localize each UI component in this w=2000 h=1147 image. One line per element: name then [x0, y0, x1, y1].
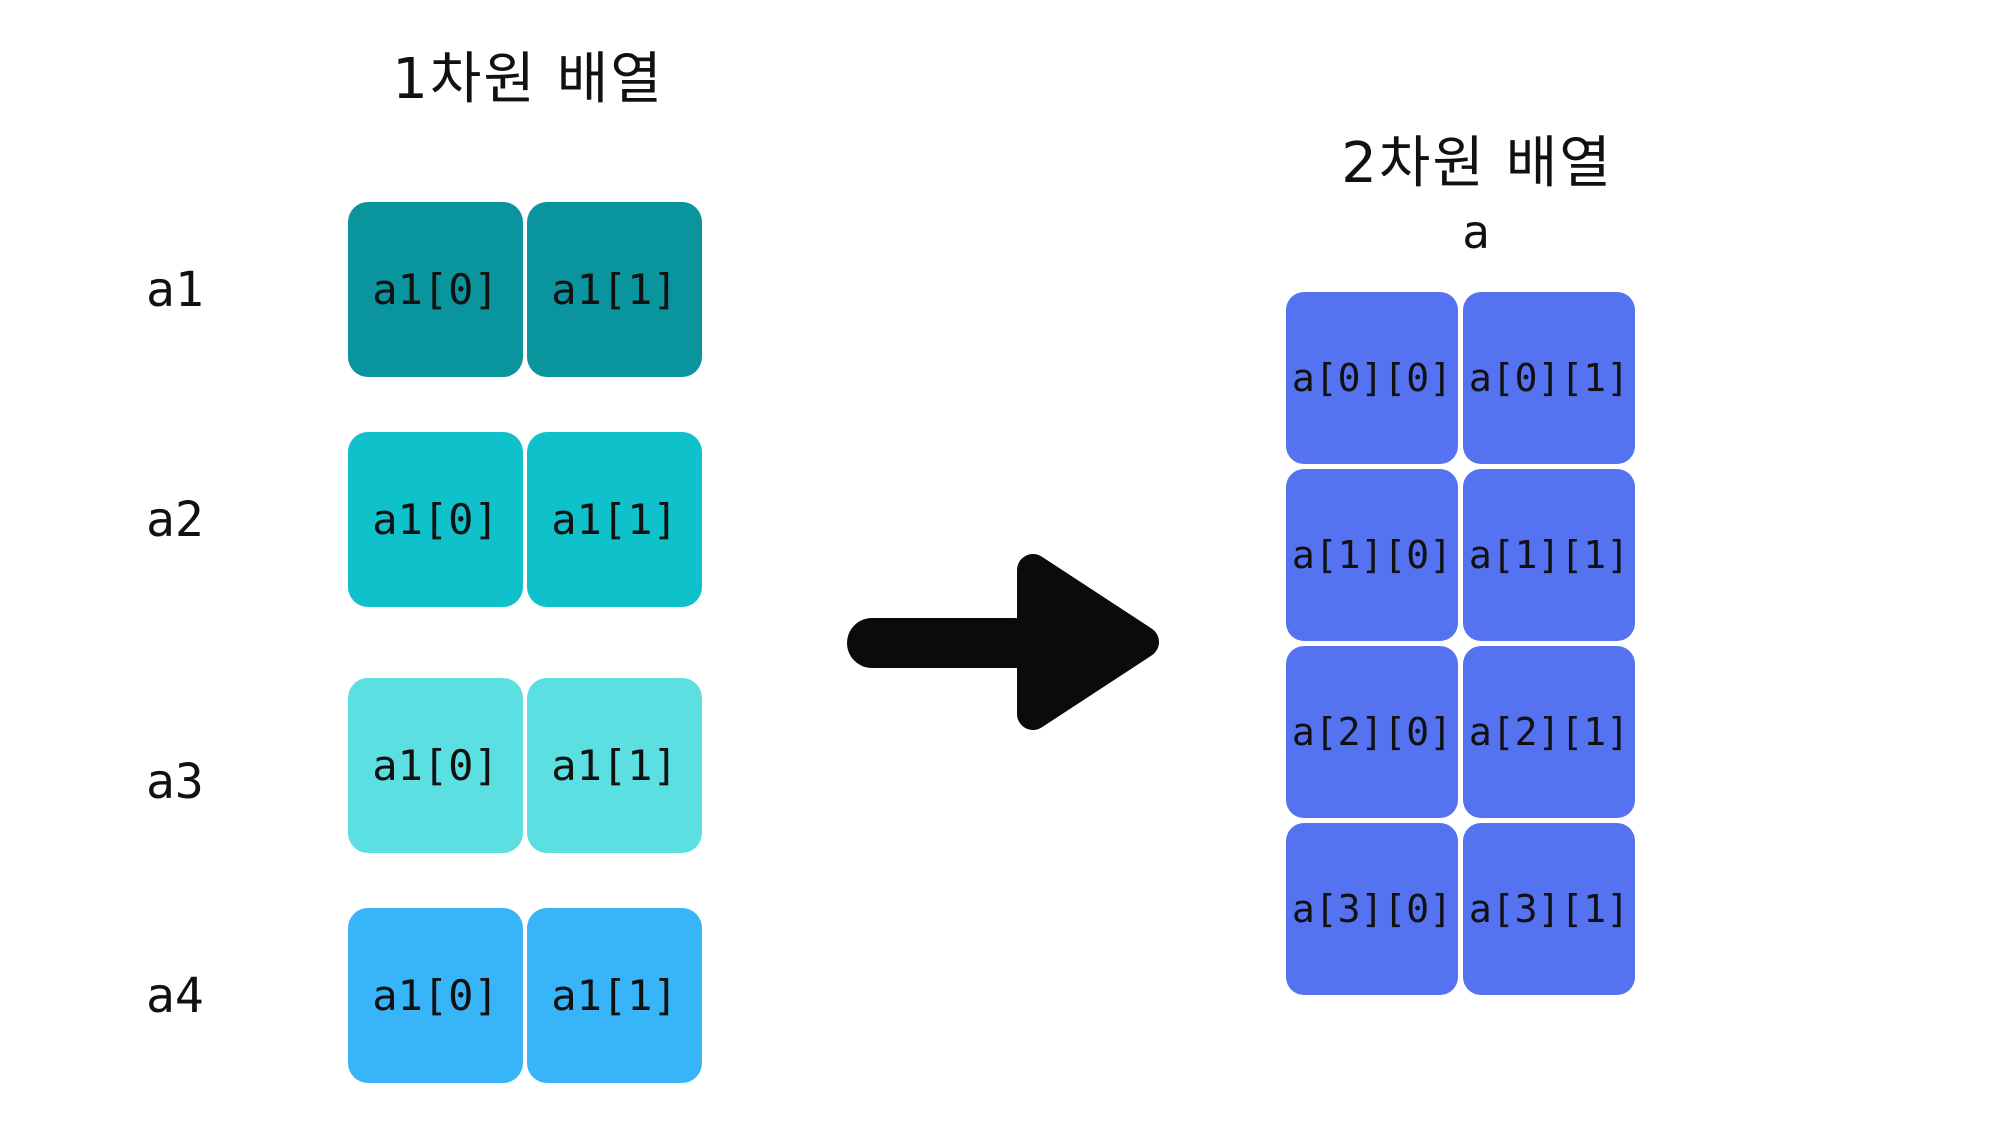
arrow-head: [1017, 554, 1159, 730]
two-dim-title-block: 2차원 배열 a: [1277, 118, 1677, 259]
one-dim-title: 1차원 배열: [392, 47, 664, 112]
array-cell: a1[1]: [527, 908, 702, 1083]
one-dim-row-a4: a4 a1[0] a1[1]: [146, 908, 706, 1083]
array-cell: a1[0]: [348, 432, 523, 607]
array-cell: a[1][1]: [1463, 469, 1635, 641]
array-cell: a1[0]: [348, 678, 523, 853]
array-cell: a1[1]: [527, 678, 702, 853]
arrow-shaft: [847, 618, 1039, 668]
two-dim-array-name: a: [1462, 205, 1492, 259]
array-cell: a[2][1]: [1463, 646, 1635, 818]
row-label-a1: a1: [146, 261, 204, 318]
row-label-a4: a4: [146, 967, 204, 1024]
array-cell: a[1][0]: [1286, 469, 1458, 641]
array-cell: a[3][1]: [1463, 823, 1635, 995]
one-dim-row-a1: a1 a1[0] a1[1]: [146, 202, 706, 377]
one-dim-row-a2: a2 a1[0] a1[1]: [146, 432, 706, 607]
array-cell: a[0][0]: [1286, 292, 1458, 464]
two-dim-title: 2차원 배열: [1341, 131, 1613, 196]
right-arrow-icon: [845, 542, 1175, 742]
two-dim-grid: a[0][0] a[0][1] a[1][0] a[1][1] a[2][0] …: [1286, 292, 1635, 995]
array-cell: a1[0]: [348, 908, 523, 1083]
array-cell: a[3][0]: [1286, 823, 1458, 995]
array-cell: a1[0]: [348, 202, 523, 377]
array-cell: a[2][0]: [1286, 646, 1458, 818]
row-label-a3: a3: [146, 753, 204, 810]
array-cell: a[0][1]: [1463, 292, 1635, 464]
one-dim-row-a3: a3 a1[0] a1[1]: [146, 678, 706, 853]
row-label-a2: a2: [146, 491, 204, 548]
array-cell: a1[1]: [527, 202, 702, 377]
array-cell: a1[1]: [527, 432, 702, 607]
